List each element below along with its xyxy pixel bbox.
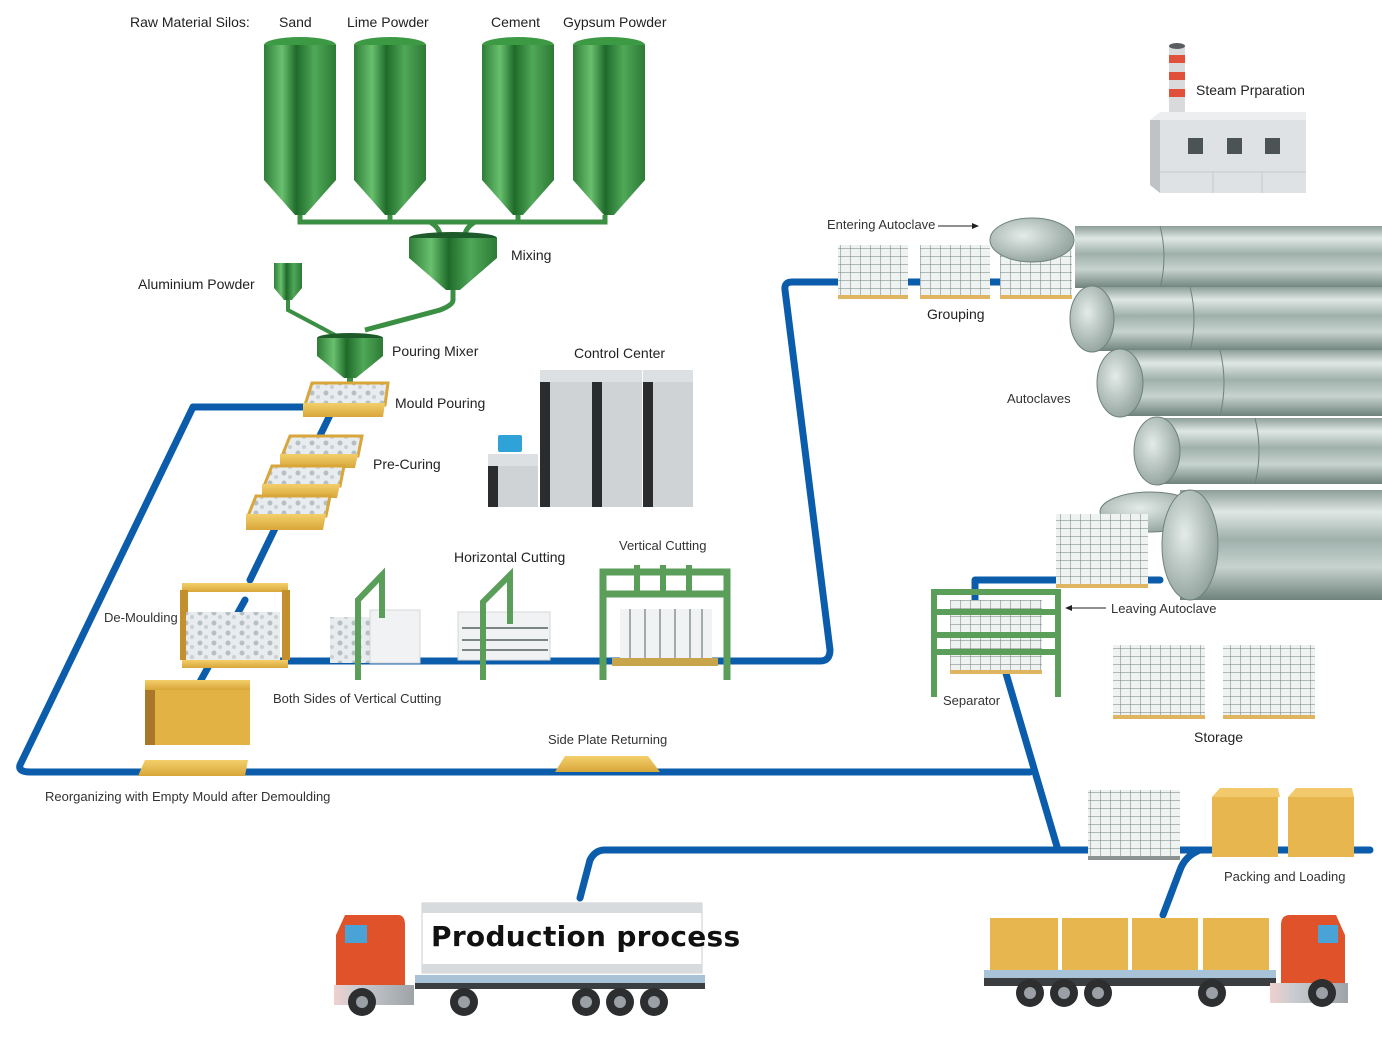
label-storage: Storage <box>1194 729 1244 745</box>
truck-icon <box>334 902 705 1016</box>
autoclave-tank-icon <box>1096 348 1382 418</box>
separator-machine <box>931 589 1061 697</box>
truck-icon <box>984 915 1348 1007</box>
silo-pipes <box>297 215 608 237</box>
aac-block-stack-icon <box>1223 645 1315 719</box>
package-box-icon <box>1212 788 1280 857</box>
entering-autoclave-arrow <box>938 223 979 229</box>
aac-block-stack-icon <box>1056 514 1148 588</box>
package-box-icon <box>1203 918 1269 970</box>
autoclave-tank-icon <box>1099 489 1382 601</box>
mould-tray-icon <box>245 494 332 530</box>
computer-desk-icon <box>488 435 538 507</box>
label-control-center: Control Center <box>574 345 666 361</box>
conveyor-mould-return-loop <box>16 403 1034 776</box>
autoclaves <box>989 217 1382 601</box>
control-cabinet-icon <box>592 370 642 507</box>
mould-pouring-tray <box>302 381 390 417</box>
label-gypsum-powder: Gypsum Powder <box>563 14 667 30</box>
mould-tray-icon <box>261 464 346 498</box>
conveyor-to-truck-left <box>576 846 1062 902</box>
autoclave-tank-icon <box>1133 416 1382 486</box>
label-grouping: Grouping <box>927 306 985 322</box>
aac-block-stack-icon <box>1088 790 1180 860</box>
conveyor-cutting-line <box>276 278 1024 665</box>
leaving-autoclave-arrow <box>1065 605 1106 611</box>
package-box-icon <box>1062 918 1128 970</box>
package-box-icon <box>1288 788 1354 857</box>
aac-block-stack-icon <box>838 245 908 299</box>
pouring-mixer-icon <box>317 333 383 386</box>
vertical-cutting-machine <box>599 565 731 680</box>
silo-icon <box>264 37 336 215</box>
label-lime-powder: Lime Powder <box>347 14 429 30</box>
label-entering-autoclave: Entering Autoclave <box>827 217 936 232</box>
cutting-machine-icon <box>330 567 421 680</box>
label-pouring-mixer: Pouring Mixer <box>392 343 479 359</box>
storage-stacks <box>1113 645 1315 719</box>
diagram-title: Production process <box>431 920 741 953</box>
label-autoclaves: Autoclaves <box>1007 391 1071 406</box>
factory-chimney-icon <box>1150 43 1306 193</box>
grouping-block-stacks <box>838 245 1072 299</box>
aac-block-stack-icon <box>1113 645 1205 719</box>
label-steam-preparation: Steam Prparation <box>1196 82 1305 98</box>
label-separator: Separator <box>943 693 1001 708</box>
label-sand: Sand <box>279 14 312 30</box>
label-pre-curing: Pre-Curing <box>373 456 441 472</box>
label-mould-pouring: Mould Pouring <box>395 395 486 411</box>
control-cabinet-icon <box>540 370 592 507</box>
package-box-icon <box>1132 918 1198 970</box>
autoclave-tank-icon <box>989 217 1382 289</box>
aluminium-powder-hopper-icon <box>274 263 336 337</box>
mould-tray-icon <box>279 434 364 468</box>
cutting-machine-icon <box>457 567 551 680</box>
package-boxes <box>1212 788 1354 857</box>
silo-icon <box>482 37 554 215</box>
label-vertical-cutting: Vertical Cutting <box>619 538 707 553</box>
label-cement: Cement <box>491 14 541 30</box>
silo-icon <box>354 37 426 215</box>
label-raw-material-silos: Raw Material Silos: <box>130 14 250 30</box>
label-packing-and-loading: Packing and Loading <box>1224 869 1346 884</box>
label-mixing: Mixing <box>511 247 552 263</box>
de-moulding-station <box>180 583 290 668</box>
raw-material-silos <box>264 37 645 237</box>
silo-icon <box>573 37 645 215</box>
label-aluminium-powder: Aluminium Powder <box>138 276 255 292</box>
label-reorganizing-empty-mould: Reorganizing with Empty Mould after Demo… <box>45 789 331 804</box>
empty-mould <box>138 680 250 776</box>
label-both-sides-vertical-cutting: Both Sides of Vertical Cutting <box>273 691 442 706</box>
label-horizontal-cutting: Horizontal Cutting <box>454 549 566 565</box>
control-cabinet-icon <box>643 370 693 507</box>
side-plate-icon <box>555 756 660 772</box>
label-leaving-autoclave: Leaving Autoclave <box>1111 601 1217 616</box>
label-de-moulding: De-Moulding <box>104 610 178 625</box>
conveyor-lines <box>16 278 1374 919</box>
control-center <box>488 370 693 507</box>
package-box-icon <box>990 918 1058 970</box>
aac-block-stack-icon <box>920 245 990 299</box>
mixer-hopper-icon <box>364 232 497 333</box>
autoclave-tank-icon <box>1069 285 1382 353</box>
pre-curing-moulds <box>245 434 364 530</box>
label-side-plate-returning: Side Plate Returning <box>548 732 668 747</box>
conveyor-to-truck-right <box>1159 846 1204 919</box>
